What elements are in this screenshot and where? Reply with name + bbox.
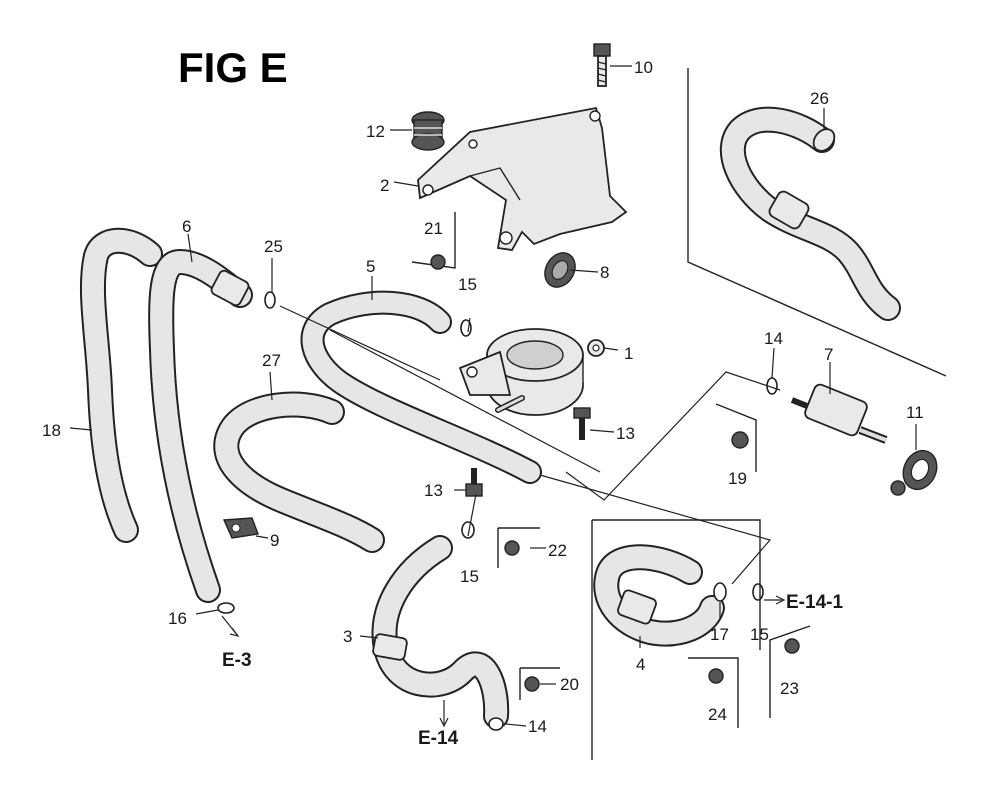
callout-13-right: 13	[616, 424, 635, 443]
callout-18: 18	[42, 421, 61, 440]
callout-2: 2	[380, 176, 389, 195]
clip-9[interactable]	[222, 517, 259, 539]
callout-15-mid: 15	[460, 567, 479, 586]
assembly-line-b	[329, 329, 601, 473]
hose-3[interactable]	[371, 535, 510, 729]
clip-20[interactable]	[524, 676, 540, 692]
hose-27[interactable]	[213, 391, 385, 553]
inset-frame	[687, 68, 947, 377]
clip-24-frame	[688, 657, 739, 728]
sub-frame-4	[592, 519, 761, 650]
clamp-25[interactable]	[264, 291, 276, 309]
callout-15-right: 15	[750, 625, 769, 644]
clamp-14-bottom[interactable]	[488, 717, 504, 731]
callout-15-top: 15	[458, 275, 477, 294]
clip-19-frame	[715, 403, 757, 472]
hose-5[interactable]	[300, 290, 542, 484]
callout-14-top: 14	[764, 329, 783, 348]
assembly-line-d	[539, 474, 772, 585]
callout-19: 19	[728, 469, 747, 488]
ref-e-3[interactable]: E-3	[222, 650, 252, 671]
callout-12: 12	[366, 122, 385, 141]
callout-4: 4	[636, 655, 645, 674]
clip-19[interactable]	[731, 431, 749, 449]
clip-23-frame	[769, 625, 811, 718]
hose-18[interactable]	[79, 227, 163, 543]
callout-1: 1	[624, 344, 633, 363]
hose-4[interactable]	[593, 544, 725, 647]
callout-27: 27	[262, 351, 281, 370]
callout-17: 17	[710, 625, 729, 644]
callout-3: 3	[343, 627, 352, 646]
clip-23[interactable]	[784, 638, 800, 654]
callout-6: 6	[182, 217, 191, 236]
assembly-line-c	[565, 371, 781, 501]
callout-24: 24	[708, 705, 727, 724]
callout-22: 22	[548, 541, 567, 560]
clamp-16[interactable]	[217, 602, 235, 614]
callout-16: 16	[168, 609, 187, 628]
callout-5: 5	[366, 257, 375, 276]
callout-11: 11	[906, 403, 924, 422]
callout-20: 20	[560, 675, 579, 694]
bracket-2[interactable]	[417, 106, 628, 251]
callout-9: 9	[270, 531, 279, 550]
ref-e-14-1[interactable]: E-14-1	[786, 592, 843, 613]
clip-21[interactable]	[430, 254, 446, 270]
assembly-line-a	[279, 305, 441, 381]
callout-25: 25	[264, 237, 283, 256]
callout-13-lower: 13	[424, 481, 443, 500]
grommet-12[interactable]	[411, 111, 445, 151]
bolt-10[interactable]	[593, 43, 611, 87]
callout-14-bottom: 14	[528, 717, 547, 736]
callout-21: 21	[424, 219, 443, 238]
clamp-15-mid[interactable]	[461, 521, 475, 539]
callout-26: 26	[810, 89, 829, 108]
clamp-15-right[interactable]	[752, 583, 764, 601]
callout-7: 7	[824, 345, 833, 364]
clip-24[interactable]	[708, 668, 724, 684]
fuel-pump-1[interactable]	[458, 328, 605, 416]
figure-title: FIG E	[178, 44, 288, 91]
grommet-8[interactable]	[539, 247, 581, 292]
callout-23: 23	[780, 679, 799, 698]
hose-6[interactable]	[148, 249, 253, 603]
screw-13-right[interactable]	[573, 407, 591, 440]
clip-22[interactable]	[504, 540, 520, 556]
callout-8: 8	[600, 263, 609, 282]
screw-13-lower[interactable]	[465, 468, 483, 497]
callout-10: 10	[634, 58, 653, 77]
clip-21-frame	[411, 212, 456, 269]
hose-26[interactable]	[719, 106, 901, 321]
clamp-11[interactable]	[890, 445, 943, 496]
ref-e-14[interactable]: E-14	[418, 728, 459, 749]
fuel-filter-7[interactable]	[790, 383, 888, 444]
clamp-17[interactable]	[713, 582, 727, 602]
